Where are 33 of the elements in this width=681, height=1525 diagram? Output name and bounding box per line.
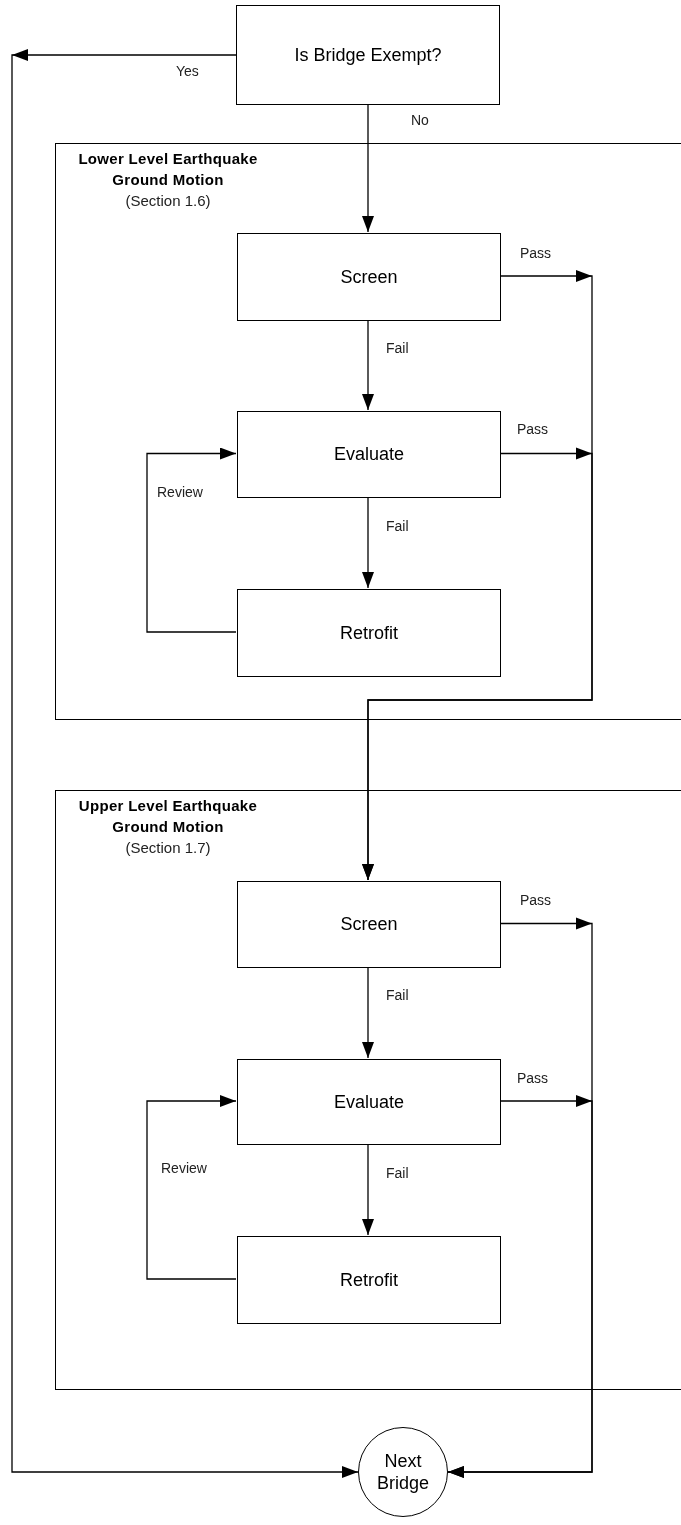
edge-label: Pass (519, 892, 553, 908)
edge-label: Pass (519, 245, 553, 261)
node-label: Evaluate (333, 1090, 405, 1114)
process-box (237, 1236, 501, 1324)
node-label: Screen (340, 913, 398, 936)
process-box (237, 233, 501, 321)
edge-label: Yes (175, 63, 200, 79)
edge-label: Fail (385, 987, 410, 1003)
process-box (237, 881, 501, 968)
group-subheading: (Section 1.7) (125, 838, 211, 858)
edge-label: Pass (516, 1070, 550, 1086)
edge-label: Fail (385, 340, 410, 356)
edge-label: Review (156, 484, 204, 500)
group-subheading: (Section 1.6) (125, 191, 211, 211)
process-box (237, 1059, 501, 1145)
node-label: Retrofit (340, 1268, 398, 1292)
edge-label: Fail (385, 518, 410, 534)
group-heading: Lower Level Earthquake Ground Motion (77, 149, 259, 190)
node-label: Next Bridge (376, 1449, 430, 1495)
group-frame (55, 143, 681, 720)
node-label: Screen (340, 265, 398, 289)
edge-label: No (410, 112, 430, 128)
process-box (236, 5, 500, 105)
edge-label: Pass (516, 421, 550, 437)
node-label: Evaluate (333, 443, 405, 466)
node-label: Retrofit (340, 621, 398, 645)
node-label: Is Bridge Exempt? (294, 43, 442, 67)
edge-label: Review (160, 1160, 208, 1176)
group-heading: Upper Level Earthquake Ground Motion (77, 796, 259, 837)
group-frame (55, 790, 681, 1390)
edge-label: Fail (385, 1165, 410, 1181)
process-box (237, 411, 501, 498)
process-box (237, 589, 501, 677)
